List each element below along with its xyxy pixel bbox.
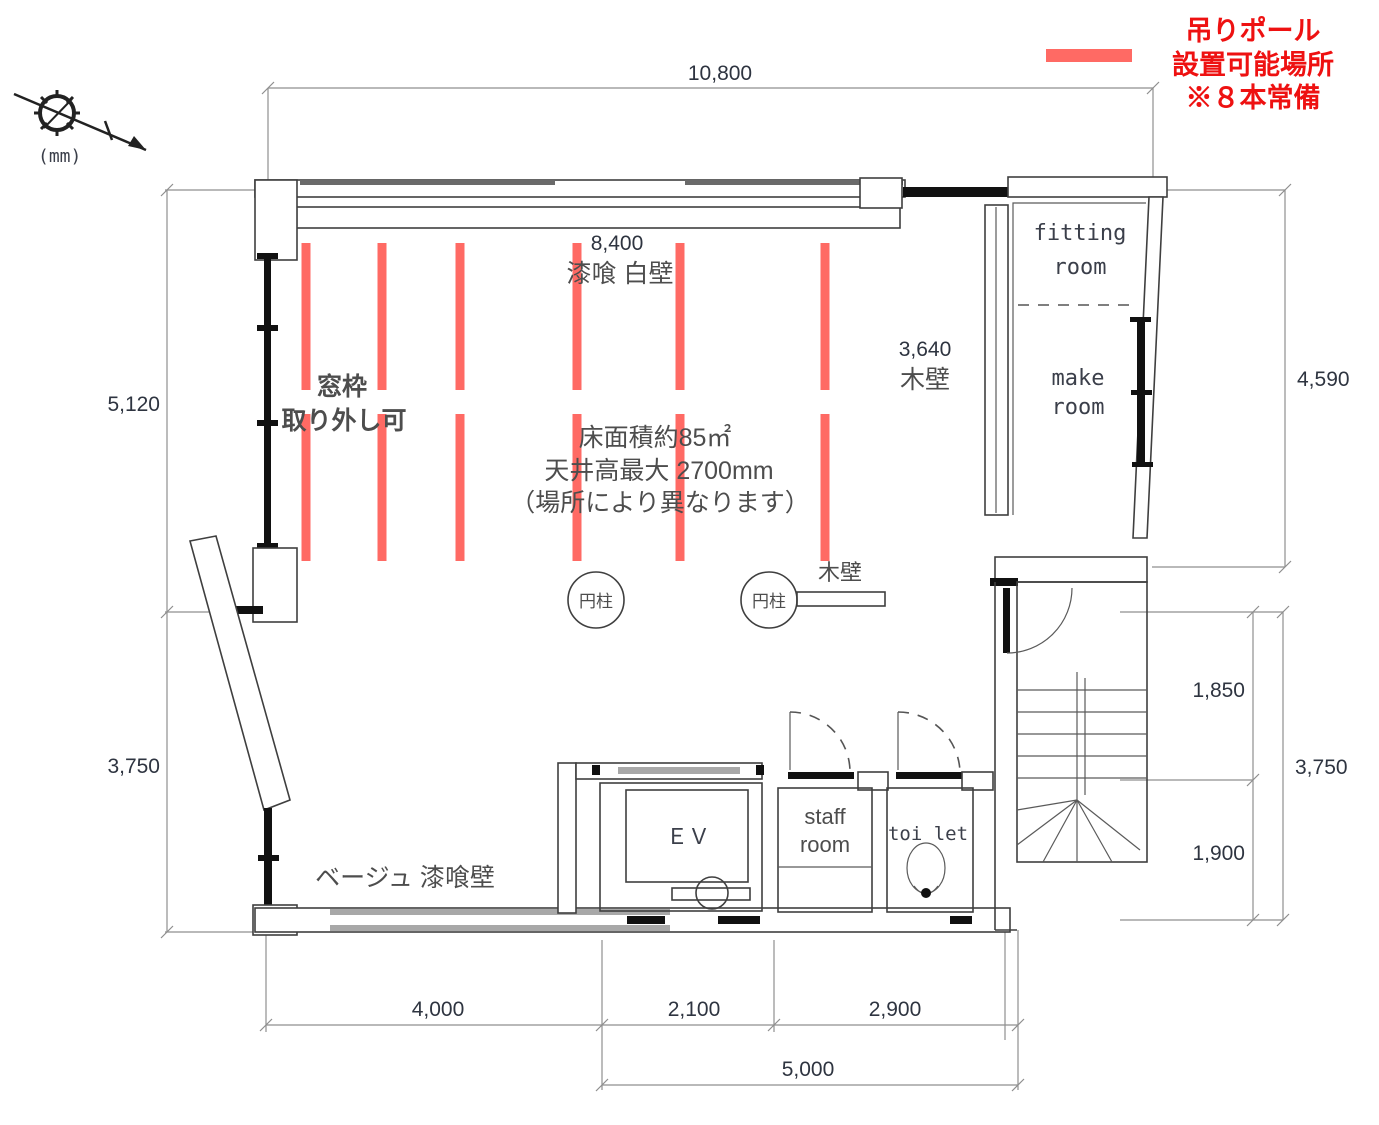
east-wall-label: 木壁 [900, 366, 950, 394]
compass-icon: (mm) [13, 90, 147, 167]
dimension-lines [160, 81, 1292, 1092]
legend-line-3: ※８本常備 [1186, 82, 1321, 113]
legend-line-1: 吊りポール [1186, 16, 1321, 46]
compass-unit-label: (mm) [38, 146, 81, 167]
dim-right-1850: 1,850 [1192, 679, 1245, 702]
dim-left-lower: 3,750 [107, 755, 160, 778]
wood-wall-label: 木壁 [818, 560, 862, 585]
staff-room-label-2: room [800, 832, 850, 857]
annotation-labels: 8,400 漆喰 白壁 3,640 木壁 窓枠 取り外し可 床面積約85㎡ 天井… [281, 232, 951, 892]
window-note-line-2: 取り外し可 [281, 406, 406, 435]
fitting-room-label-1: fitting [1034, 221, 1127, 246]
legend-line-2: 設置可能場所 [1172, 49, 1334, 80]
dim-bottom-2100: 2,100 [668, 998, 721, 1021]
dim-top: 10,800 [688, 62, 752, 85]
dim-bottom-5000: 5,000 [782, 1058, 835, 1081]
toilet-label: toi let [888, 823, 968, 845]
walls [188, 176, 1168, 936]
dimension-labels: 10,800 5,120 3,750 4,590 1,850 3,750 1,9… [107, 62, 1349, 1081]
column-label-2: 円柱 [752, 592, 786, 611]
floor-info-line-3: （場所により異なります） [510, 489, 810, 517]
dim-right-3750: 3,750 [1295, 756, 1348, 779]
dim-left-upper: 5,120 [107, 393, 160, 416]
north-wall-label: 漆喰 白壁 [567, 260, 674, 288]
north-wall-dim: 8,400 [591, 232, 644, 255]
pole-legend: 吊りポール 設置可能場所 ※８本常備 [1046, 16, 1334, 113]
floor-info-line-1: 床面積約85㎡ [579, 424, 732, 452]
fitting-room-label-2: room [1054, 255, 1107, 280]
hanging-pole-lines [301, 243, 830, 561]
south-wall-label: ベージュ 漆喰壁 [315, 864, 495, 892]
legend-swatch [1046, 49, 1132, 62]
make-room-label-1: make [1052, 366, 1105, 391]
dim-bottom-2900: 2,900 [869, 998, 922, 1021]
dim-right-1900: 1,900 [1192, 842, 1245, 865]
elevator-label: ＥＶ [666, 825, 710, 850]
floor-info-line-2: 天井高最大 2700mm [544, 457, 773, 485]
staff-room-label-1: staff [804, 804, 846, 829]
make-room-label-2: room [1052, 395, 1105, 420]
east-wall-dim: 3,640 [899, 338, 952, 361]
dim-bottom-4000: 4,000 [412, 998, 465, 1021]
dim-right-upper: 4,590 [1297, 368, 1350, 391]
room-labels: fitting room make room staff room toi le… [666, 221, 1126, 857]
window-note-line-1: 窓枠 [317, 372, 367, 401]
column-label-1: 円柱 [579, 592, 613, 611]
